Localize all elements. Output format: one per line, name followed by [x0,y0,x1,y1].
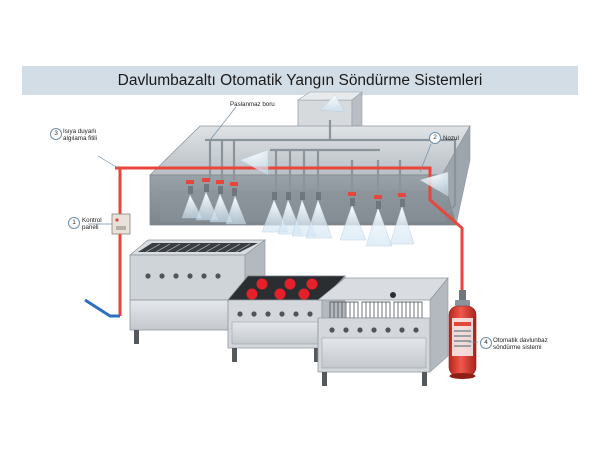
callout-1-line1: Kontrol [82,217,102,224]
callout-2-label: Nozul [443,135,459,142]
callout-4-line1: Otomatik davlunbaz [493,337,548,344]
callout-1-line2: paneli [82,224,99,232]
callout-3-label: Isıya duyarlı algılama fitili [63,128,97,142]
callout-3-line2: algılama fitili [63,135,98,143]
callout-1-label: Kontrol paneli [82,217,102,231]
spray-nozzles [181,94,449,247]
supply-pipe [84,298,120,318]
callout-4-label: Otomatik davlunbaz söndürme sistemi [493,337,548,351]
callout-4-line2: söndürme sistemi [493,344,542,352]
suppression-cylinder [448,290,477,379]
callout-4-number: 4 [480,337,492,349]
title-band: Davlumbazaltı Otomatik Yangın Söndürme S… [22,66,578,95]
callout-3-line1: Isıya duyarlı [63,128,97,135]
diagram-title: Davlumbazaltı Otomatik Yangın Söndürme S… [117,72,483,89]
pipe-label: Paslanmaz boru [230,101,275,108]
control-panel-box [111,213,131,235]
callout-2-number: 2 [429,132,441,144]
fryer-unit [316,277,449,386]
callout-1-number: 1 [68,217,80,229]
detection-line [115,166,464,316]
callout-3-number: 3 [50,128,62,140]
callout-leaders [88,106,478,343]
